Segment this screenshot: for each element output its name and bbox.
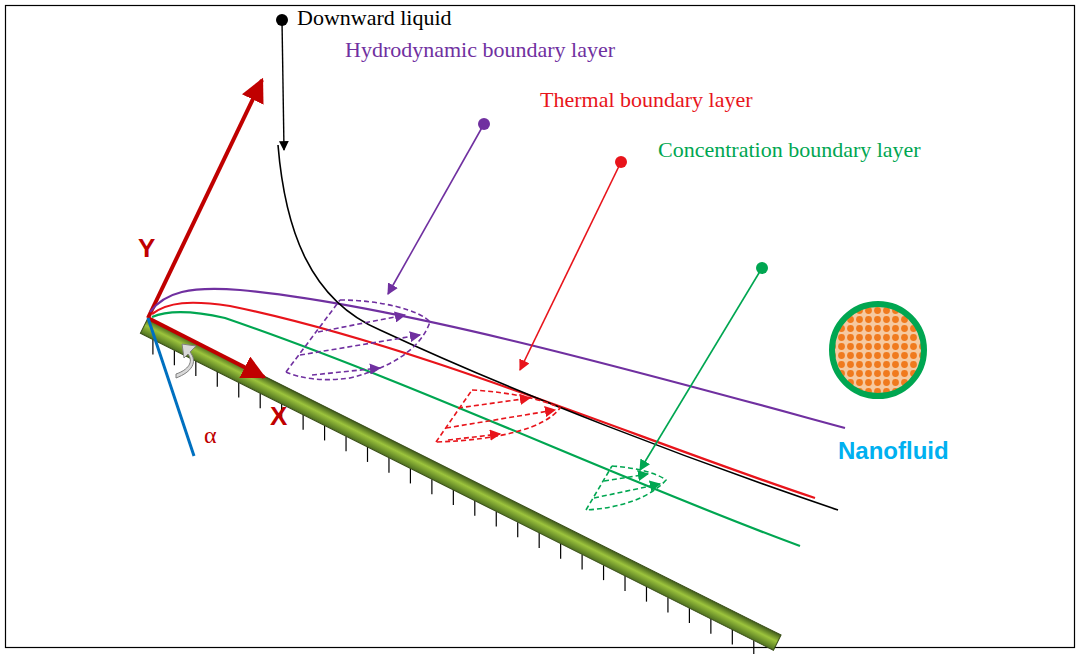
tick <box>732 630 733 645</box>
downward-liquid-line <box>278 145 838 510</box>
ground-ticks <box>153 339 754 654</box>
hydrodynamic-layer-edge <box>150 289 845 428</box>
tick <box>431 479 432 494</box>
nanofluid-label: Nanofluid <box>838 438 949 464</box>
leader-line <box>282 20 284 150</box>
tick <box>152 339 153 354</box>
tick <box>324 425 325 440</box>
leader-line <box>388 124 484 294</box>
inclined-plate <box>140 318 781 650</box>
tick <box>303 415 304 430</box>
thermal-layer-edge <box>152 303 815 498</box>
tick <box>539 533 540 548</box>
tick <box>667 597 668 612</box>
concentration-layer-edge <box>152 312 800 546</box>
concentration-profile <box>586 466 666 510</box>
tick <box>646 587 647 602</box>
tick <box>560 544 561 559</box>
leader-line <box>520 162 621 370</box>
tick <box>367 447 368 462</box>
tick <box>260 393 261 408</box>
angle-arrow <box>176 344 196 378</box>
tick <box>388 458 389 473</box>
y-axis <box>148 80 262 318</box>
tick <box>624 576 625 591</box>
tick <box>710 619 711 634</box>
callout-label: Downward liquid <box>297 6 452 30</box>
angle-label: α <box>204 422 217 448</box>
callout-label: Thermal boundary layer <box>540 88 753 112</box>
axis-label: Y <box>138 234 155 263</box>
tick <box>496 511 497 526</box>
leader-line <box>640 268 762 470</box>
frame <box>6 6 1075 648</box>
tick <box>238 382 239 397</box>
callout-label: Concentration boundary layer <box>658 138 921 162</box>
tick <box>689 608 690 623</box>
tick <box>410 468 411 483</box>
vertical-reference <box>148 318 194 456</box>
temperature-profile <box>436 390 560 442</box>
tick <box>517 522 518 537</box>
axis-label: X <box>270 402 287 431</box>
callout-label: Hydrodynamic boundary layer <box>345 38 615 62</box>
tick <box>195 361 196 376</box>
tick <box>603 565 604 580</box>
tick <box>453 490 454 505</box>
tick <box>474 501 475 516</box>
nanofluid-circle <box>832 304 924 396</box>
tick <box>174 350 175 365</box>
tick <box>582 554 583 569</box>
tick <box>217 372 218 387</box>
tick <box>753 640 754 654</box>
tick <box>345 436 346 451</box>
velocity-profile <box>286 300 430 380</box>
